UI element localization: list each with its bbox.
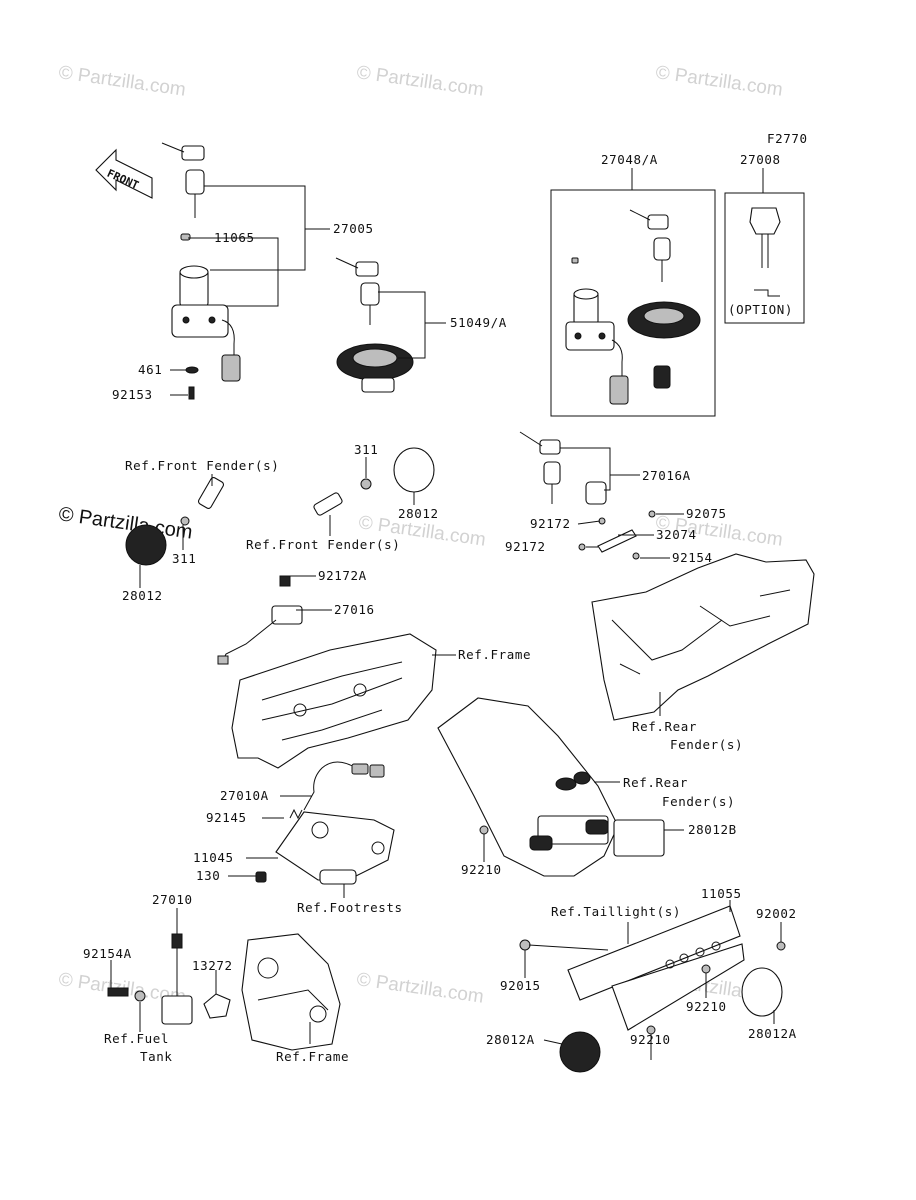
part-number-27005[interactable]: 27005: [333, 221, 374, 236]
part-number-27010a[interactable]: 27010A: [220, 788, 269, 803]
watermark: © Partzilla.com: [355, 969, 485, 1008]
front-arrow-icon: FRONT: [95, 148, 153, 199]
rear-fender-top-drawing: [591, 553, 815, 721]
part-number-28012[interactable]: 28012: [122, 588, 163, 603]
leader-lines-27005: [170, 185, 330, 396]
part-number-92172a[interactable]: 92172A: [318, 568, 367, 583]
option-key-box: [724, 192, 805, 324]
watermark-dark: © Partzilla.com: [57, 503, 194, 544]
ref-frame-label[interactable]: Ref.Frame: [458, 647, 531, 662]
ignition-switch-assembly-drawing: [161, 142, 241, 400]
part-number-11045[interactable]: 11045: [193, 850, 234, 865]
part-number-51049[interactable]: 51049/A: [450, 315, 507, 330]
part-number-27016a[interactable]: 27016A: [642, 468, 691, 483]
fuel-cap-drawing: [335, 257, 414, 393]
watermark: © Partzilla.com: [355, 62, 485, 101]
part-number-92145[interactable]: 92145: [206, 810, 247, 825]
part-number-92210[interactable]: 92210: [686, 999, 727, 1014]
ref-rear-fender-label-line2[interactable]: Fender(s): [670, 737, 743, 752]
part-number-92154[interactable]: 92154: [672, 550, 713, 565]
frame-bottom-drawing: [241, 933, 341, 1051]
ref-fuel-tank-label-line2[interactable]: Tank: [140, 1049, 173, 1064]
part-number-28012[interactable]: 28012: [398, 506, 439, 521]
part-number-461[interactable]: 461: [138, 362, 162, 377]
cable-27010-drawing: [107, 933, 231, 1025]
ref-front-fender-label[interactable]: Ref.Front Fender(s): [125, 458, 279, 473]
ref-front-fender-label[interactable]: Ref.Front Fender(s): [246, 537, 400, 552]
part-number-92015[interactable]: 92015: [500, 978, 541, 993]
part-number-92210[interactable]: 92210: [630, 1032, 671, 1047]
part-number-28012a[interactable]: 28012A: [748, 1026, 797, 1041]
part-number-27016[interactable]: 27016: [334, 602, 375, 617]
ref-rear-fender-label[interactable]: Ref.Rear: [632, 719, 697, 734]
part-number-28012b[interactable]: 28012B: [688, 822, 737, 837]
ref-rear-fender-label-line2[interactable]: Fender(s): [662, 794, 735, 809]
part-number-92172[interactable]: 92172: [505, 539, 546, 554]
watermark: © Partzilla.com: [654, 62, 784, 101]
part-number-92154a[interactable]: 92154A: [83, 946, 132, 961]
rear-fender-middle-drawing: [437, 697, 665, 877]
part-number-11065[interactable]: 11065: [214, 230, 255, 245]
part-number-11055[interactable]: 11055: [701, 886, 742, 901]
part-number-27010[interactable]: 27010: [152, 892, 193, 907]
part-number-28012a[interactable]: 28012A: [486, 1032, 535, 1047]
part-number-130[interactable]: 130: [196, 868, 220, 883]
ref-frame-label[interactable]: Ref.Frame: [276, 1049, 349, 1064]
taillight-bracket-drawing: [519, 905, 786, 1073]
watermark: © Partzilla.com: [57, 62, 187, 101]
frame-drawing: [231, 633, 437, 769]
ref-footrests-label[interactable]: Ref.Footrests: [297, 900, 403, 915]
part-number-92153[interactable]: 92153: [112, 387, 153, 402]
leader-lines-51049: [378, 291, 426, 359]
part-number-92075[interactable]: 92075: [686, 506, 727, 521]
ref-taillight-label[interactable]: Ref.Taillight(s): [551, 904, 681, 919]
part-number-27008[interactable]: 27008: [740, 152, 781, 167]
part-number-92002[interactable]: 92002: [756, 906, 797, 921]
part-number-92172[interactable]: 92172: [530, 516, 571, 531]
part-number-311[interactable]: 311: [354, 442, 378, 457]
diagram-code: F2770: [767, 131, 808, 146]
seat-lock-cable-drawing: [217, 575, 303, 665]
part-labels: F2770 27005 11065 461 92153 51049/A 2704…: [83, 131, 808, 1064]
reflector-bracket-left-drawing: [125, 477, 225, 566]
key-set-box: [550, 189, 716, 417]
ref-fuel-tank-label[interactable]: Ref.Fuel: [104, 1031, 169, 1046]
reflector-bracket-right-drawing: [313, 447, 435, 516]
part-number-311[interactable]: 311: [172, 551, 196, 566]
part-number-92210[interactable]: 92210: [461, 862, 502, 877]
part-number-13272[interactable]: 13272: [192, 958, 233, 973]
part-number-32074[interactable]: 32074: [656, 527, 697, 542]
switch-cable-drawing: [255, 761, 395, 885]
ref-rear-fender-label[interactable]: Ref.Rear: [623, 775, 688, 790]
part-number-27048[interactable]: 27048/A: [601, 152, 658, 167]
option-label: (OPTION): [728, 302, 793, 317]
